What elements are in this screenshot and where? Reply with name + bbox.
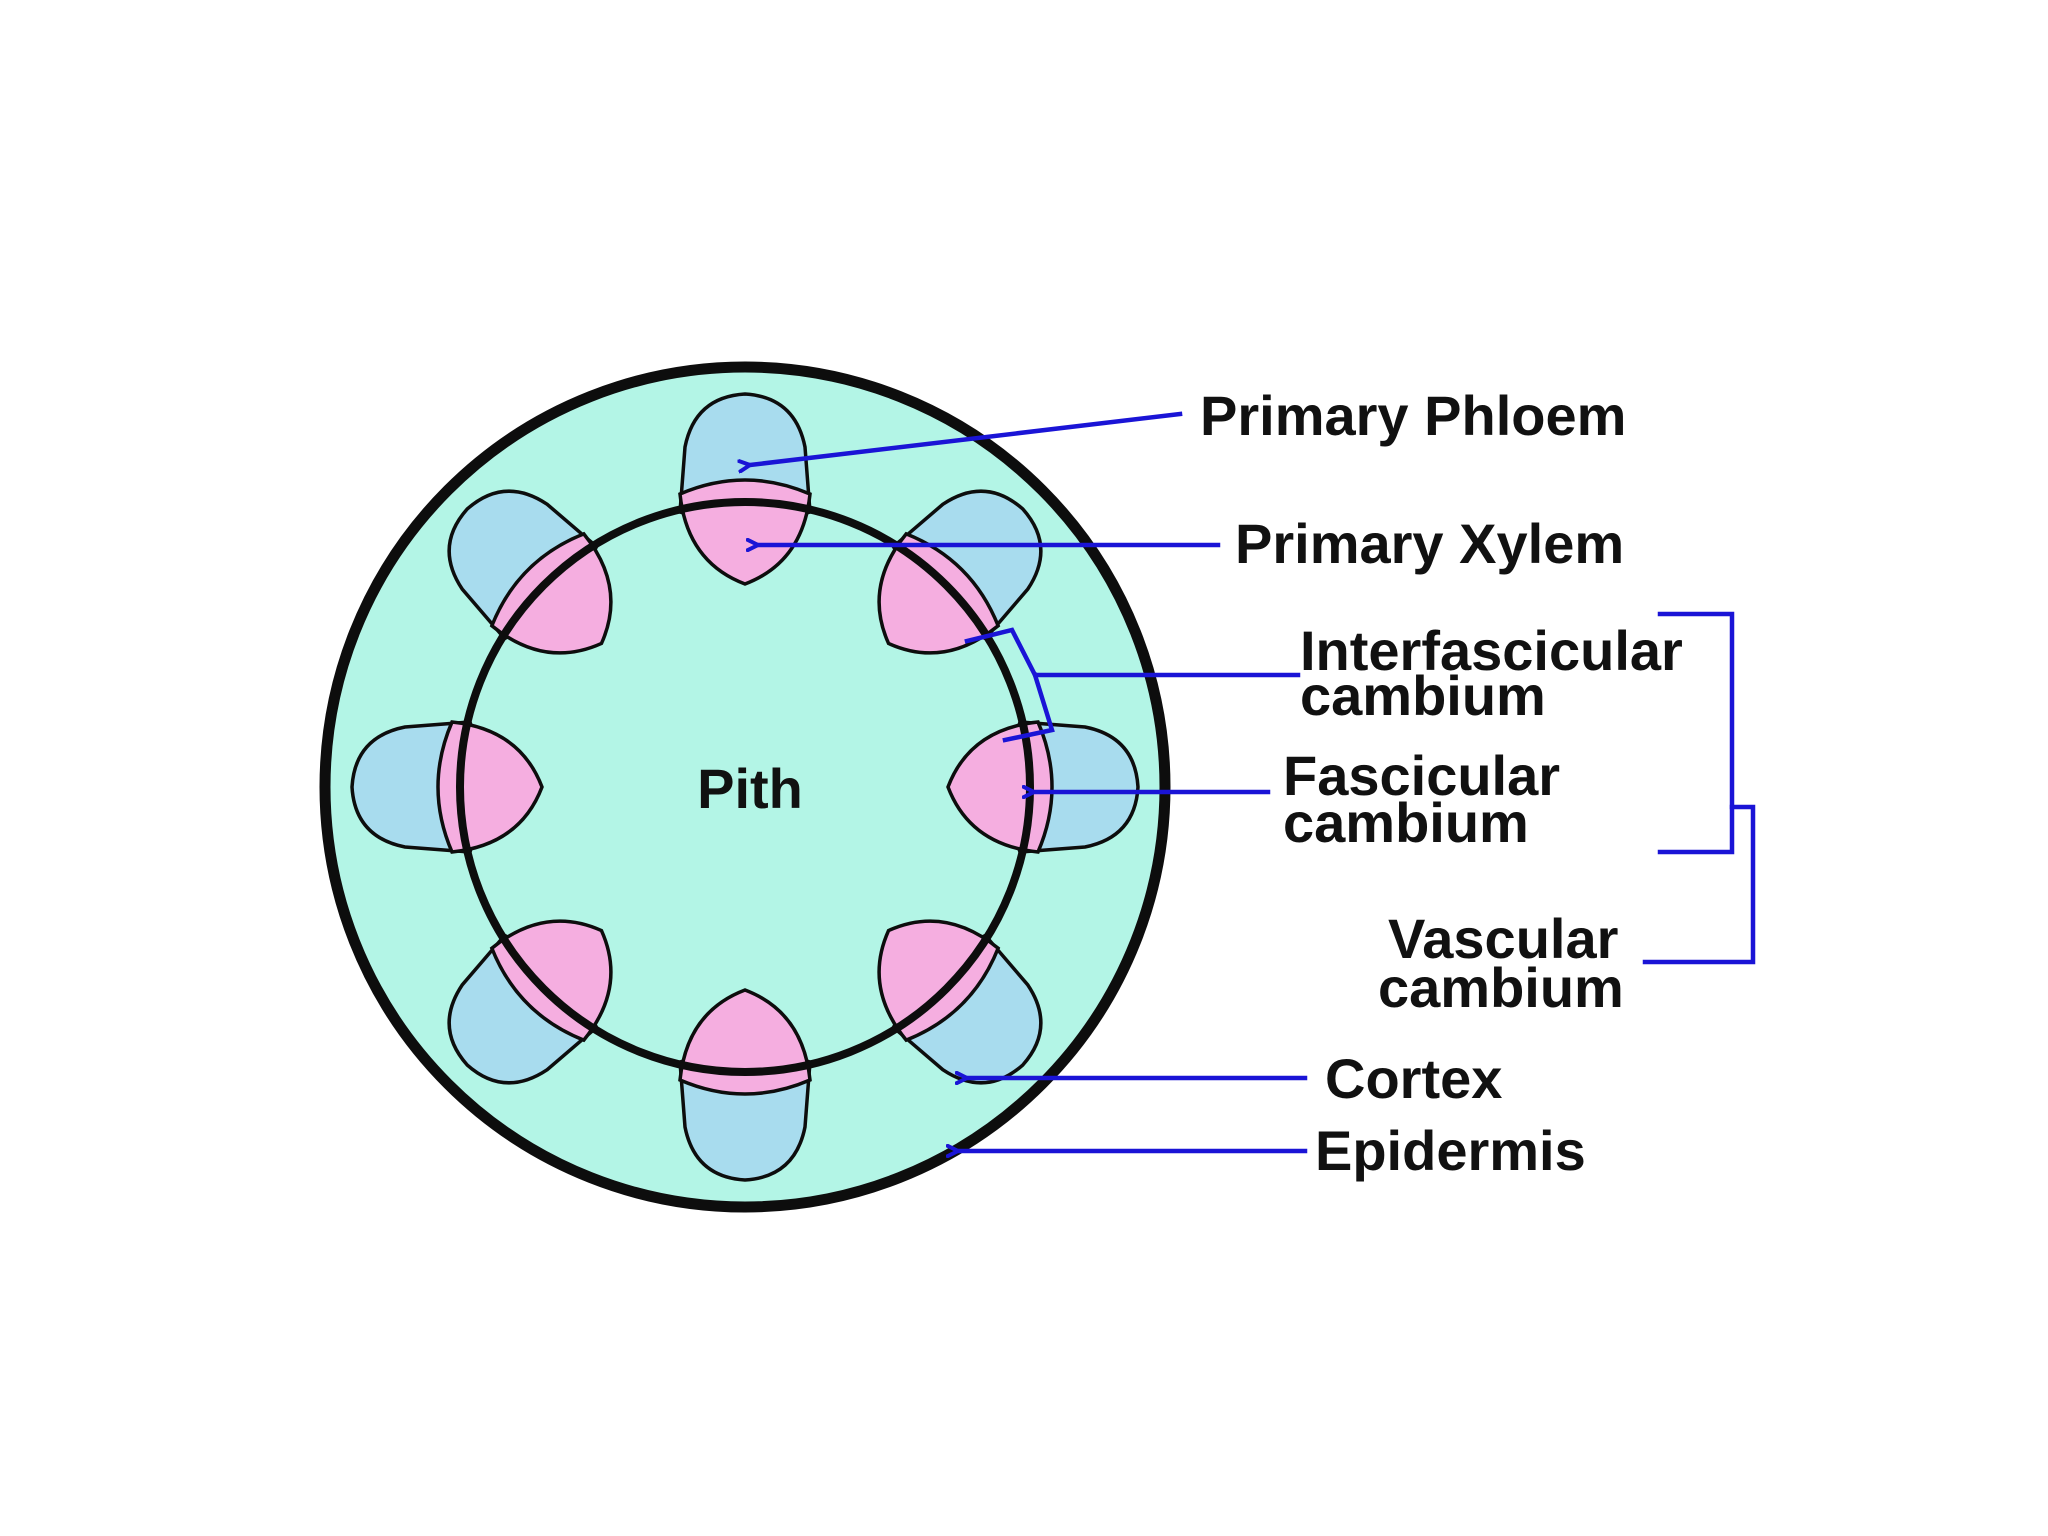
fascicular-label-line1: Fascicular: [1283, 744, 1560, 807]
interfascicular-cambium-bracket: [1002, 672, 1055, 743]
vascular-bundles: [350, 392, 1140, 1182]
vascular-label-line2: cambium: [1378, 956, 1624, 1019]
primary-phloem-leader: [750, 411, 1183, 465]
xylem-tissue: [489, 919, 613, 1043]
primary-phloem-label: Primary Phloem: [1200, 384, 1626, 447]
xylem-tissue: [877, 531, 1001, 655]
epidermis-label: Epidermis: [1315, 1119, 1586, 1182]
fascicular-label-line2: cambium: [1283, 791, 1529, 854]
vascular-label-line1: Vascular: [1388, 907, 1618, 970]
interfascicular-label-line1: Interfascicular: [1300, 619, 1683, 682]
xylem-tissue: [877, 919, 1001, 1043]
vascular-bundle: [447, 489, 613, 655]
xylem-tissue: [489, 531, 613, 655]
interfascicular-label-line2: cambium: [1300, 664, 1546, 727]
vascular-cambium-bracket: [1642, 804, 1756, 965]
cambium-group-bracket: [1657, 611, 1735, 855]
vascular-bundle: [447, 919, 613, 1085]
pith-label: Pith: [697, 757, 803, 820]
vascular-bundle: [877, 489, 1043, 655]
cortex-label: Cortex: [1325, 1047, 1502, 1110]
leader-lines: [750, 411, 1756, 1151]
primary-xylem-label: Primary Xylem: [1235, 512, 1624, 575]
interfascicular-cambium-leader: [964, 627, 1301, 678]
